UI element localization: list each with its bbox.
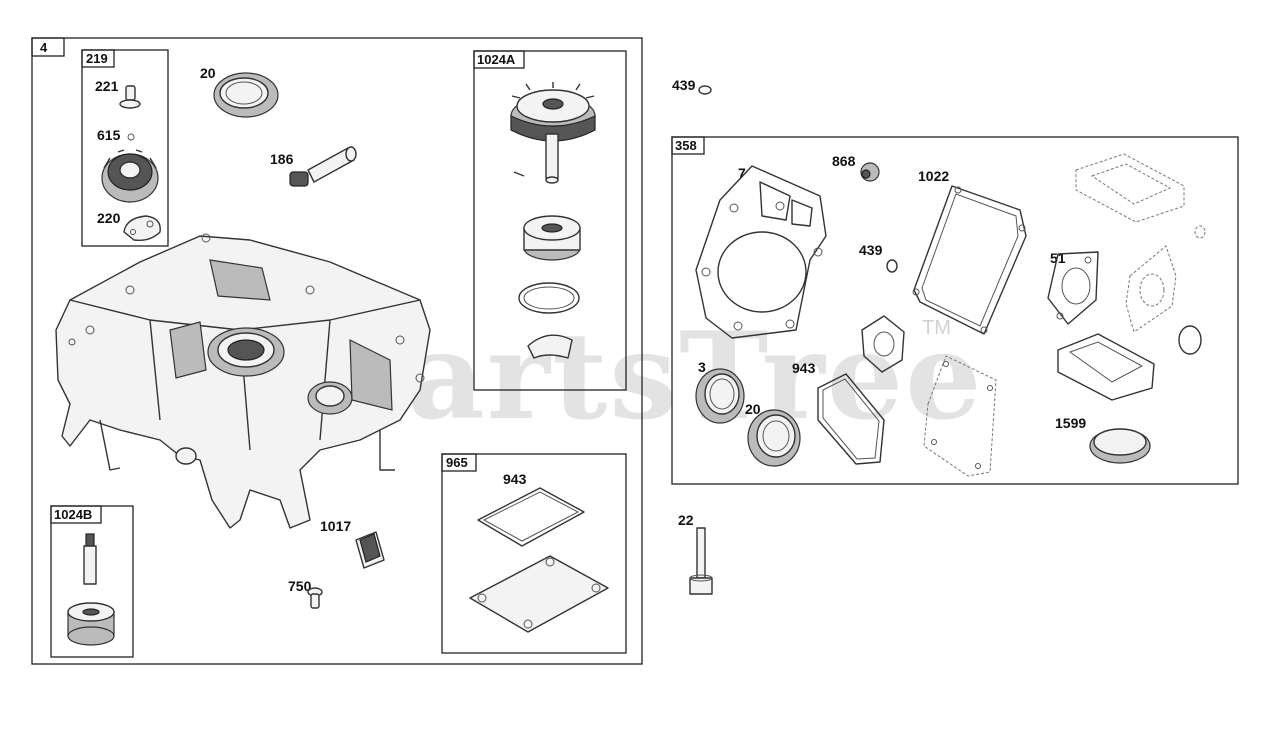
part-label-1017[interactable]: 1017	[320, 518, 351, 534]
part-439-ring-top[interactable]	[698, 85, 712, 95]
part-943-gasket-965[interactable]	[477, 487, 585, 547]
group-1024B-tag: 1024B	[54, 507, 92, 522]
group-358-tag: 358	[675, 138, 697, 153]
part-1024A-gear[interactable]	[510, 82, 596, 184]
part-1022-cover-gasket[interactable]	[912, 185, 1027, 335]
part-1024A-ring[interactable]	[518, 282, 580, 314]
part-3-seal[interactable]	[695, 368, 745, 424]
part-615-ring[interactable]	[127, 133, 135, 141]
part-label-615[interactable]: 615	[97, 127, 121, 143]
part-219-gear[interactable]	[101, 149, 159, 203]
part-label-1022[interactable]: 1022	[918, 168, 949, 184]
part-cover-gasket-dashed[interactable]	[923, 355, 997, 477]
group-4[interactable]: 4	[31, 37, 643, 665]
part-965-cover[interactable]	[469, 555, 609, 633]
part-1024A-rotor[interactable]	[523, 215, 581, 261]
part-label-220[interactable]: 220	[97, 210, 121, 226]
group-219[interactable]: 219 221 615 220	[81, 49, 169, 247]
part-intake-gasket[interactable]	[1125, 245, 1177, 333]
part-breather-gasket[interactable]	[861, 315, 905, 373]
part-label-943-358[interactable]: 943	[792, 360, 816, 376]
part-label-439-358[interactable]: 439	[859, 242, 883, 258]
part-1024A-clip[interactable]	[527, 334, 573, 359]
part-label-7[interactable]: 7	[738, 165, 746, 181]
part-label-439-top[interactable]: 439	[672, 77, 696, 93]
part-750-bolt[interactable]	[307, 587, 323, 609]
group-965[interactable]: 965 943	[441, 453, 627, 654]
group-1024A-tag: 1024A	[477, 52, 516, 67]
part-51-gasket[interactable]	[1047, 251, 1099, 325]
part-1599-ring[interactable]	[1089, 428, 1151, 464]
group-219-tag: 219	[86, 51, 108, 66]
group-4-tag: 4	[40, 40, 48, 55]
part-label-1599[interactable]: 1599	[1055, 415, 1086, 431]
part-220-plate[interactable]	[123, 215, 161, 242]
part-186-tube[interactable]	[289, 146, 357, 187]
part-label-186[interactable]: 186	[270, 151, 294, 167]
part-label-750[interactable]: 750	[288, 578, 312, 594]
group-1024B[interactable]: 1024B	[50, 505, 134, 658]
part-439-ring-358[interactable]	[886, 259, 898, 273]
part-868-seal[interactable]	[860, 162, 880, 182]
watermark-trademark: TM	[922, 317, 951, 339]
part-small-ring-a[interactable]	[1194, 225, 1206, 239]
part-20-seal-top[interactable]	[213, 72, 279, 118]
part-1024A-pin[interactable]	[513, 171, 525, 177]
group-358[interactable]: 358 7 868 1022 439	[671, 136, 1239, 485]
part-label-20-358[interactable]: 20	[745, 401, 761, 417]
part-22-bolt[interactable]	[689, 527, 713, 595]
part-221-shaft[interactable]	[119, 85, 141, 109]
part-label-51[interactable]: 51	[1050, 250, 1066, 266]
part-1024B-rotor[interactable]	[67, 602, 115, 646]
part-exhaust-gasket-top[interactable]	[1075, 153, 1185, 223]
part-1024B-shaft[interactable]	[83, 533, 97, 585]
part-label-221[interactable]: 221	[95, 78, 119, 94]
part-label-3[interactable]: 3	[698, 359, 706, 375]
part-1017-clip[interactable]	[355, 531, 385, 569]
part-label-868[interactable]: 868	[832, 153, 856, 169]
crankcase-sump[interactable]	[55, 233, 431, 529]
part-label-22[interactable]: 22	[678, 512, 694, 528]
part-small-ring-b[interactable]	[1178, 325, 1202, 355]
part-label-20-top[interactable]: 20	[200, 65, 216, 81]
part-943-oring-358[interactable]	[817, 373, 885, 465]
part-7-head-gasket[interactable]	[695, 165, 827, 339]
group-965-tag: 965	[446, 455, 468, 470]
group-1024A[interactable]: 1024A	[473, 50, 627, 391]
part-20-seal-358[interactable]	[747, 409, 801, 467]
part-label-943-965[interactable]: 943	[503, 471, 527, 487]
part-exhaust-gasket-bottom[interactable]	[1057, 333, 1155, 401]
